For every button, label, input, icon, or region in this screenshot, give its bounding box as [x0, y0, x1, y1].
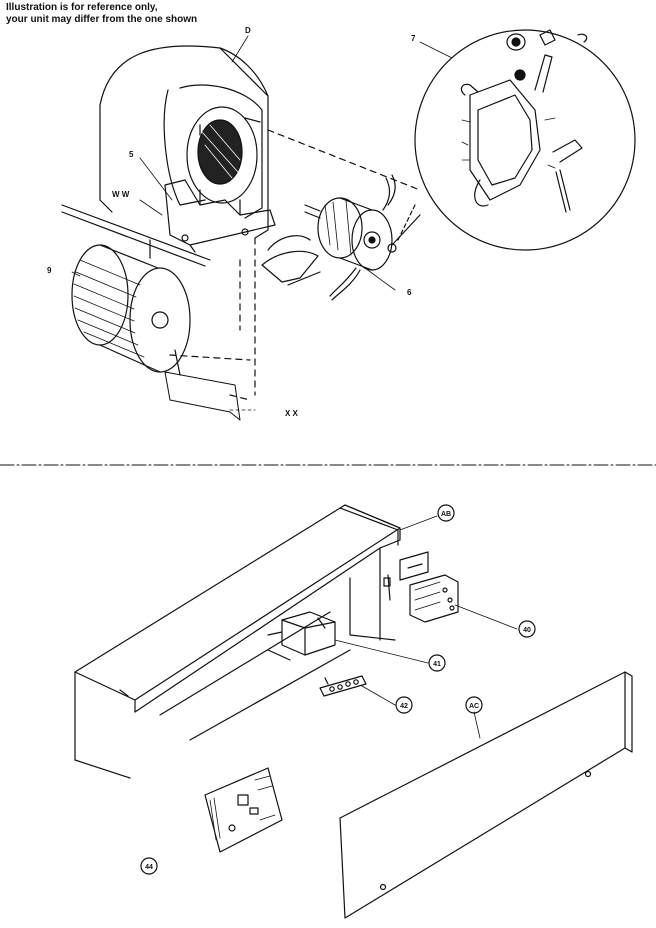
callout-42-circle: [395, 696, 413, 714]
motor-bracket: [164, 179, 276, 253]
detail-circle: [391, 29, 636, 251]
contactor: [383, 551, 459, 623]
blower-housing: [99, 45, 269, 239]
callout-41-circle: [428, 654, 446, 672]
access-panel: [339, 671, 633, 919]
callout-40-circle: [518, 620, 536, 638]
terminal-strip: [319, 675, 367, 697]
reference-notice-line1: Illustration is for reference only,: [6, 2, 158, 13]
control-box: [74, 504, 401, 779]
mounting-rail: [61, 204, 211, 267]
label-6: 6: [407, 288, 412, 297]
control-board: [204, 767, 283, 853]
reference-notice: Illustration is for reference only, your…: [6, 2, 197, 26]
upper-labels: D 7 5 W W 9 6 X X: [47, 26, 416, 418]
upper-leader-lines: [71, 35, 453, 411]
callout-44: 44: [145, 864, 153, 871]
blower-wheel: [71, 244, 191, 373]
motor-straps: [261, 235, 321, 286]
label-d: D: [245, 26, 251, 35]
label-5: 5: [129, 150, 134, 159]
transformer: [267, 611, 336, 661]
reference-notice-line2: your unit may differ from the one shown: [6, 14, 198, 25]
callout-44-circle: [140, 857, 158, 875]
callout-ab: AB: [441, 511, 451, 518]
label-ww: W W: [112, 190, 130, 199]
label-xx: X X: [285, 409, 299, 418]
callout-ac-circle: [465, 696, 483, 714]
callout-42: 42: [400, 703, 408, 710]
callout-ac: AC: [469, 703, 479, 710]
callout-41: 41: [433, 661, 441, 668]
callout-40: 40: [523, 627, 531, 634]
callout-ab-circle: [437, 504, 455, 522]
lower-callout-labels: AB 40 41 42 AC 44: [145, 511, 531, 871]
lower-panel: [164, 349, 241, 421]
lower-callouts: [140, 504, 536, 875]
label-9: 9: [47, 266, 52, 275]
label-7: 7: [411, 34, 416, 43]
motor: [304, 174, 397, 301]
lower-leader-lines: [334, 515, 518, 739]
top-panel: [339, 507, 399, 546]
